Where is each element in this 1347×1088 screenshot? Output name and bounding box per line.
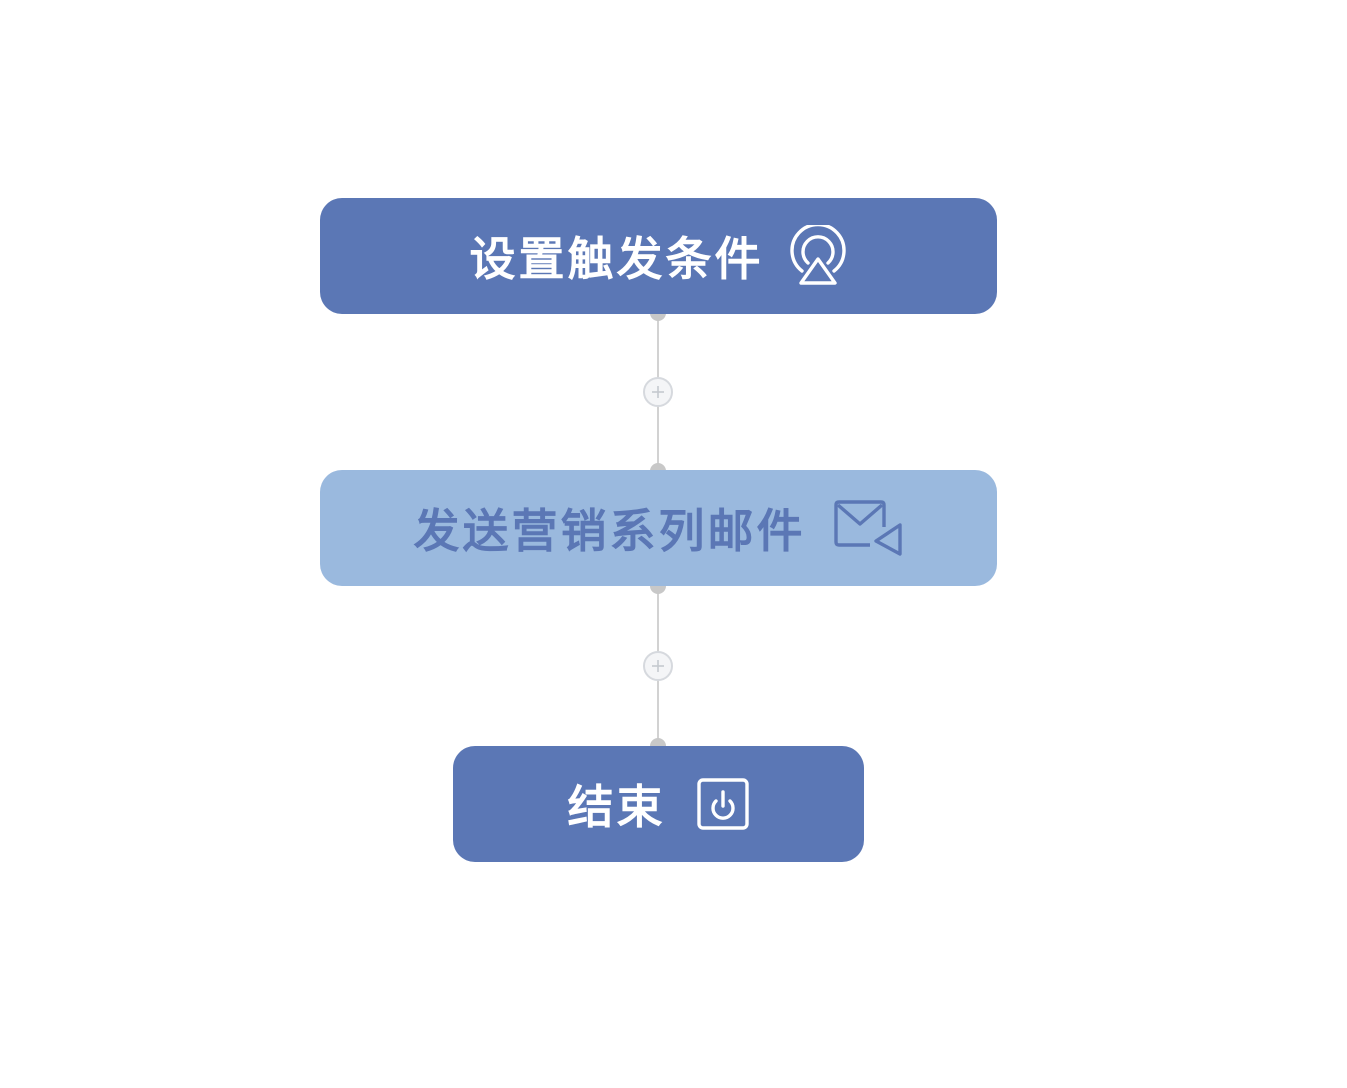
trigger-node[interactable]: 设置触发条件 <box>320 198 997 314</box>
end-node[interactable]: 结束 <box>453 746 864 862</box>
plus-icon <box>652 386 664 398</box>
end-node-label: 结束 <box>567 780 666 834</box>
plus-icon <box>652 660 664 672</box>
send-email-node-label: 发送营销系列邮件 <box>413 504 806 558</box>
add-step-button-2[interactable] <box>643 651 673 681</box>
power-icon <box>696 777 750 831</box>
trigger-broadcast-icon <box>788 225 848 287</box>
mail-send-icon <box>832 499 904 557</box>
send-email-node[interactable]: 发送营销系列邮件 <box>320 470 997 586</box>
trigger-node-label: 设置触发条件 <box>469 232 764 286</box>
add-step-button-1[interactable] <box>643 377 673 407</box>
